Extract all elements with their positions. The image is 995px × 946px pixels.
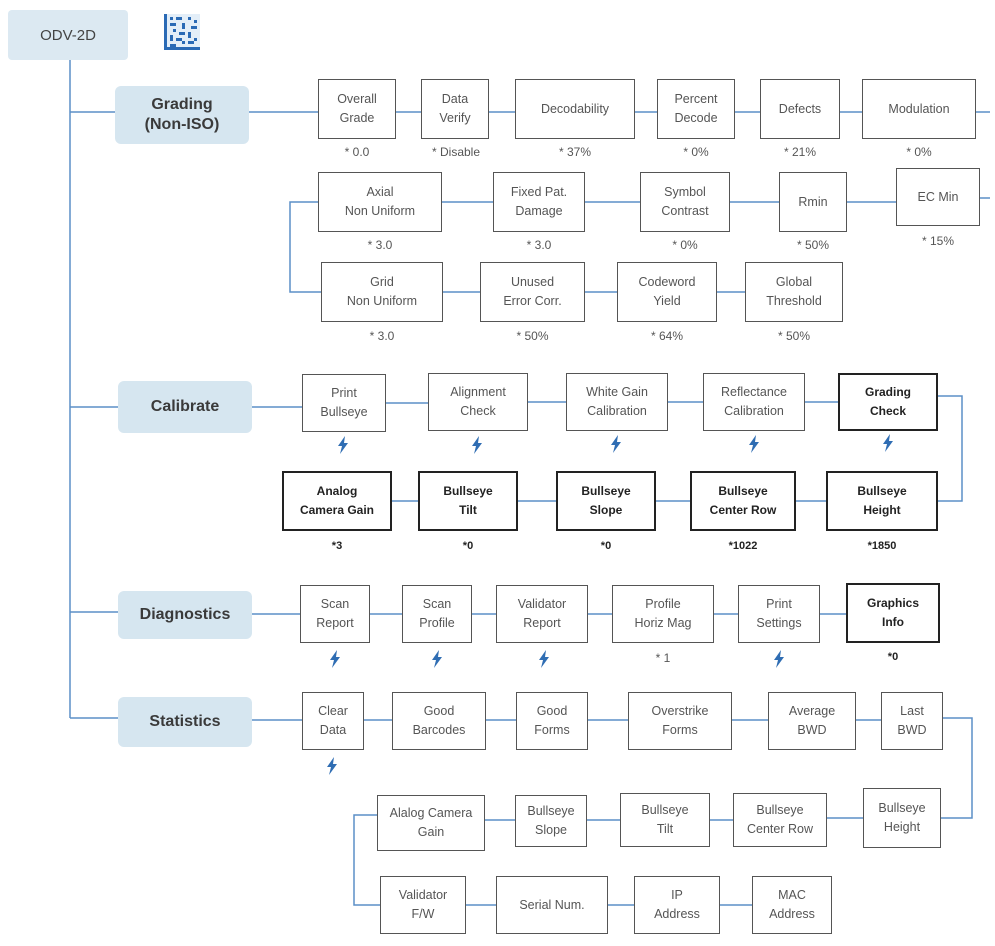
node-scan-profile[interactable]: Scan Profile — [402, 585, 472, 643]
node-validator-report[interactable]: Validator Report — [496, 585, 588, 643]
value-global-threshold: * 50% — [777, 329, 811, 343]
node-modulation[interactable]: Modulation — [862, 79, 976, 139]
category-statistics[interactable]: Statistics — [118, 697, 252, 747]
node-good-forms[interactable]: Good Forms — [516, 692, 588, 750]
node-alignment-check[interactable]: Alignment Check — [428, 373, 528, 431]
value-grid-non-uniform: * 3.0 — [369, 329, 395, 343]
lightning-icon — [472, 436, 482, 454]
node-global-threshold[interactable]: Global Threshold — [745, 262, 843, 322]
node-decodability[interactable]: Decodability — [515, 79, 635, 139]
connector-line — [289, 201, 321, 293]
lightning-icon — [611, 435, 621, 453]
category-calibrate[interactable]: Calibrate — [118, 381, 252, 433]
node-reflectance-calibration[interactable]: Reflectance Calibration — [703, 373, 805, 431]
connector-line — [353, 814, 380, 906]
node-grid-non-uniform[interactable]: Grid Non Uniform — [321, 262, 443, 322]
node-alalog-camera-gain[interactable]: Alalog Camera Gain — [377, 795, 485, 851]
node-overall-grade[interactable]: Overall Grade — [318, 79, 396, 139]
lightning-icon — [749, 435, 759, 453]
node-average-bwd[interactable]: Average BWD — [768, 692, 856, 750]
node-symbol-contrast[interactable]: Symbol Contrast — [640, 172, 730, 232]
lightning-icon — [327, 757, 337, 775]
value-graphics-info: *0 — [887, 651, 899, 663]
node-validator-fw[interactable]: Validator F/W — [380, 876, 466, 934]
value-unused-error-corr: * 50% — [516, 329, 549, 343]
lightning-icon — [330, 650, 340, 668]
node-graphics-info[interactable]: Graphics Info — [846, 583, 940, 643]
value-axial-non-uniform: * 3.0 — [367, 238, 393, 252]
category-diagnostics[interactable]: Diagnostics — [118, 591, 252, 639]
value-symbol-contrast: * 0% — [672, 238, 698, 252]
node-print-bullseye[interactable]: Print Bullseye — [302, 374, 386, 432]
node-stats-bullseye-height[interactable]: Bullseye Height — [863, 788, 941, 848]
value-data-verify: * Disable — [431, 145, 481, 159]
value-analog-camera-gain: *3 — [331, 540, 343, 552]
connector-line — [938, 395, 963, 502]
node-codeword-yield[interactable]: Codeword Yield — [617, 262, 717, 322]
value-defects: * 21% — [783, 145, 817, 159]
value-bullseye-slope: *0 — [600, 540, 612, 552]
node-ec-min[interactable]: EC Min — [896, 168, 980, 226]
node-profile-horiz-mag[interactable]: Profile Horiz Mag — [612, 585, 714, 643]
connector-line — [941, 717, 973, 819]
value-fixed-pat-damage: * 3.0 — [526, 238, 552, 252]
value-codeword-yield: * 64% — [650, 329, 684, 343]
node-defects[interactable]: Defects — [760, 79, 840, 139]
node-analog-camera-gain[interactable]: Analog Camera Gain — [282, 471, 392, 531]
value-overall-grade: * 0.0 — [344, 145, 370, 159]
node-mac-address[interactable]: MAC Address — [752, 876, 832, 934]
node-percent-decode[interactable]: Percent Decode — [657, 79, 735, 139]
node-serial-num[interactable]: Serial Num. — [496, 876, 608, 934]
value-profile-horiz-mag: * 1 — [655, 651, 671, 665]
node-last-bwd[interactable]: Last BWD — [881, 692, 943, 750]
node-ip-address[interactable]: IP Address — [634, 876, 720, 934]
value-rmin: * 50% — [796, 238, 830, 252]
lightning-icon — [338, 436, 348, 454]
category-grading[interactable]: Grading (Non-ISO) — [115, 86, 249, 144]
value-bullseye-tilt: *0 — [462, 540, 474, 552]
root-node: ODV-2D — [8, 10, 128, 60]
node-data-verify[interactable]: Data Verify — [421, 79, 489, 139]
value-bullseye-center-row: *1022 — [728, 540, 758, 552]
value-decodability: * 37% — [558, 145, 592, 159]
node-stats-bullseye-center-row[interactable]: Bullseye Center Row — [733, 793, 827, 847]
value-modulation: * 0% — [906, 145, 932, 159]
node-bullseye-tilt[interactable]: Bullseye Tilt — [418, 471, 518, 531]
node-fixed-pat-damage[interactable]: Fixed Pat. Damage — [493, 172, 585, 232]
value-ec-min: * 15% — [921, 234, 955, 248]
node-clear-data[interactable]: Clear Data — [302, 692, 364, 750]
node-grading-check[interactable]: Grading Check — [838, 373, 938, 431]
node-unused-error-corr[interactable]: Unused Error Corr. — [480, 262, 585, 322]
node-print-settings[interactable]: Print Settings — [738, 585, 820, 643]
lightning-icon — [883, 434, 893, 452]
node-axial-non-uniform[interactable]: Axial Non Uniform — [318, 172, 442, 232]
lightning-icon — [432, 650, 442, 668]
node-stats-bullseye-tilt[interactable]: Bullseye Tilt — [620, 793, 710, 847]
node-good-barcodes[interactable]: Good Barcodes — [392, 692, 486, 750]
node-bullseye-center-row[interactable]: Bullseye Center Row — [690, 471, 796, 531]
lightning-icon — [539, 650, 549, 668]
value-percent-decode: * 0% — [683, 145, 709, 159]
node-white-gain-calibration[interactable]: White Gain Calibration — [566, 373, 668, 431]
node-bullseye-slope[interactable]: Bullseye Slope — [556, 471, 656, 531]
node-overstrike-forms[interactable]: Overstrike Forms — [628, 692, 732, 750]
node-bullseye-height[interactable]: Bullseye Height — [826, 471, 938, 531]
datamatrix-code-icon — [164, 14, 200, 50]
value-bullseye-height: *1850 — [867, 540, 897, 552]
node-stats-bullseye-slope[interactable]: Bullseye Slope — [515, 795, 587, 847]
node-rmin[interactable]: Rmin — [779, 172, 847, 232]
node-scan-report[interactable]: Scan Report — [300, 585, 370, 643]
lightning-icon — [774, 650, 784, 668]
